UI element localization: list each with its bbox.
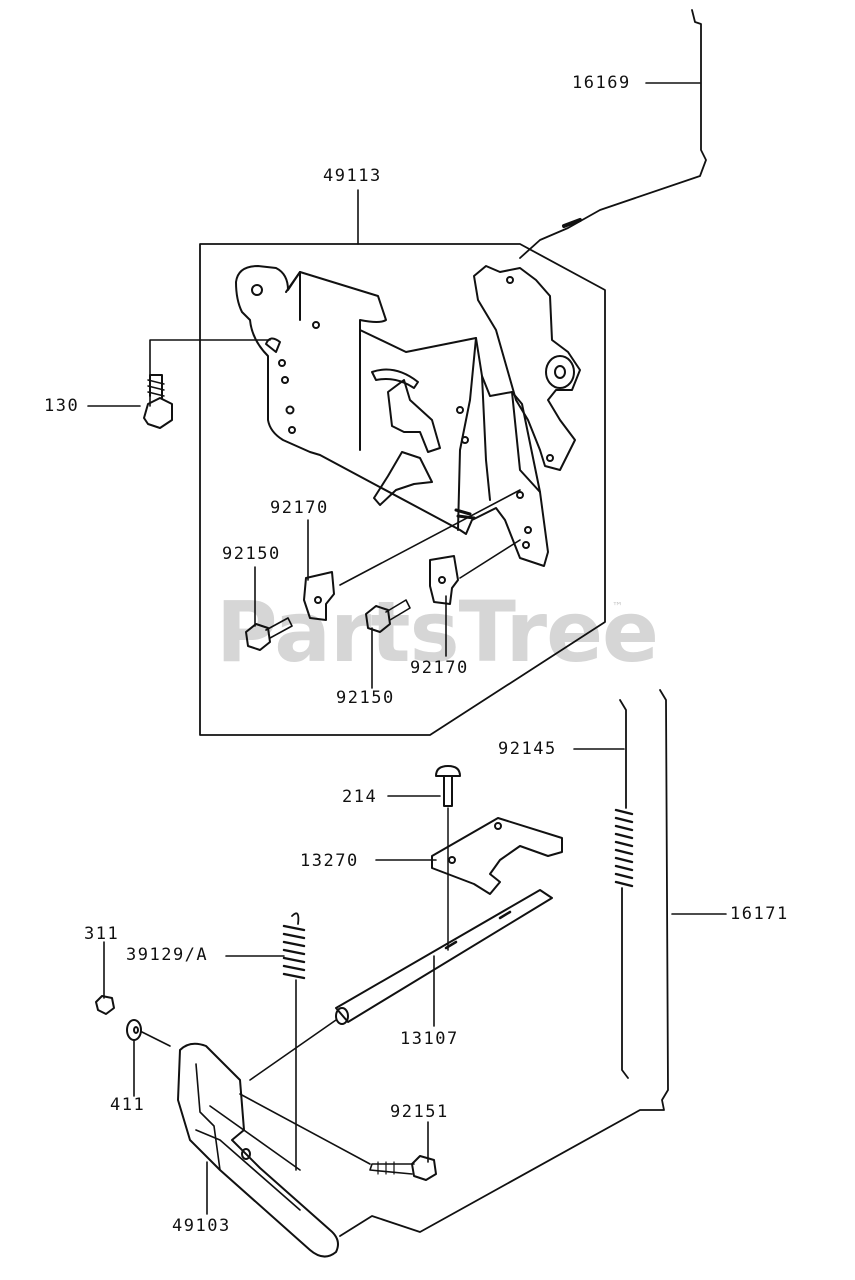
bolt-92151 <box>369 1155 437 1181</box>
part-label-13107: 13107 <box>400 1029 459 1049</box>
part-label-311: 311 <box>84 924 120 944</box>
part-label-16171: 16171 <box>730 904 789 924</box>
watermark-trademark: ™ <box>612 600 623 613</box>
shaft-13107 <box>335 889 553 1025</box>
throttle-link <box>473 265 581 471</box>
plate-13270 <box>431 817 563 895</box>
upper-group-frame <box>199 243 606 736</box>
bolt-92150-left <box>245 617 293 651</box>
cable-16169 <box>519 9 707 259</box>
part-label-92145: 92145 <box>498 739 557 759</box>
nut-311 <box>95 995 115 1015</box>
washer-411 <box>126 1019 142 1041</box>
part-label-92170-top: 92170 <box>270 498 329 518</box>
bolt-92150-right <box>365 599 411 633</box>
lever-49103 <box>177 1042 339 1258</box>
part-label-49113: 49113 <box>323 166 382 186</box>
spring-92145 <box>614 699 634 1079</box>
leader-lines <box>87 82 727 1215</box>
screw-214 <box>435 765 461 807</box>
watermark: PartsTree <box>216 583 659 681</box>
part-label-92170-right: 92170 <box>410 658 469 678</box>
bolt-130 <box>143 374 173 429</box>
part-label-39129a: 39129/A <box>126 945 209 965</box>
cable-16171 <box>339 689 669 1237</box>
part-label-16169: 16169 <box>572 73 631 93</box>
part-label-13270: 13270 <box>300 851 359 871</box>
part-label-92151: 92151 <box>390 1102 449 1122</box>
clamp-92170-right <box>429 555 459 605</box>
part-label-92150-bottom: 92150 <box>336 688 395 708</box>
part-label-214: 214 <box>342 787 378 807</box>
control-panel-bracket <box>235 265 549 567</box>
part-label-411: 411 <box>110 1095 146 1115</box>
spring-39129a <box>282 912 306 1171</box>
part-label-92150-left: 92150 <box>222 544 281 564</box>
part-label-130: 130 <box>44 396 80 416</box>
part-label-49103: 49103 <box>172 1216 231 1236</box>
clamp-92170-left <box>303 571 335 621</box>
